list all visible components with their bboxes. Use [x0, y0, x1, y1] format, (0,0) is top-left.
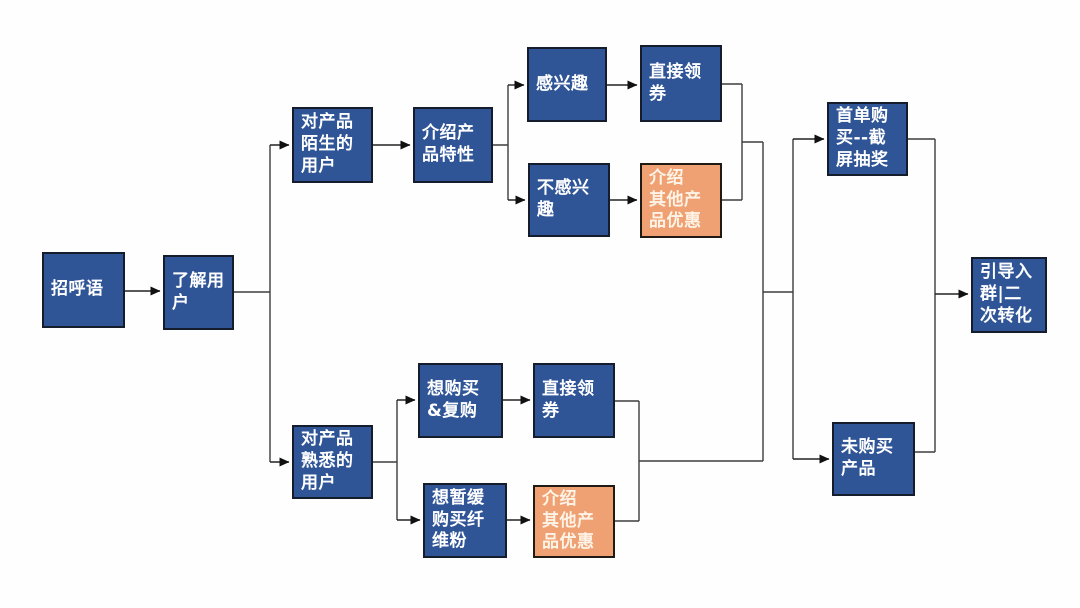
- node-get-coupon-top: 直接领 券: [640, 45, 722, 122]
- node-first-order-lottery: 首单购 买--截 屏抽奖: [827, 102, 908, 176]
- node-label: 想购买 &复购: [427, 378, 480, 421]
- node-label: 不感兴 趣: [537, 178, 590, 220]
- node-label: 首单购 买--截 屏抽奖: [836, 106, 889, 170]
- node-label: 介绍 其他产 品优惠: [542, 488, 595, 553]
- node-unfamiliar-users: 对产品 陌生的 用户: [292, 107, 373, 183]
- node-label: 直接领 券: [649, 61, 702, 104]
- node-postpone-purchase: 想暂缓 购买纤 维粉: [423, 483, 507, 558]
- node-label: 直接领 券: [542, 378, 595, 421]
- connector-trunk: [233, 83, 936, 522]
- node-other-offers-bottom: 介绍 其他产 品优惠: [533, 485, 615, 558]
- node-label: 对产品 陌生的 用户: [301, 112, 354, 176]
- node-familiar-users: 对产品 熟悉的 用户: [292, 425, 373, 499]
- node-label: 对产品 熟悉的 用户: [301, 429, 354, 493]
- node-not-interested: 不感兴 趣: [528, 163, 610, 237]
- node-know-user: 了解用 户: [163, 255, 234, 330]
- node-greeting: 招呼语: [42, 252, 125, 328]
- node-label: 感兴趣: [536, 73, 589, 94]
- node-label: 想暂缓 购买纤 维粉: [432, 487, 485, 552]
- node-label: 未购买 产品: [841, 437, 894, 479]
- node-want-buy-repurchase: 想购买 &复购: [418, 363, 503, 438]
- node-get-coupon-bottom: 直接领 券: [533, 363, 615, 438]
- node-not-purchased: 未购买 产品: [832, 422, 915, 496]
- node-interested: 感兴趣: [527, 47, 607, 122]
- node-label: 招呼语: [51, 279, 104, 300]
- node-label: 介绍产 品特性: [422, 123, 475, 165]
- node-label: 介绍 其他产 品优惠: [649, 167, 702, 232]
- node-other-offers-top: 介绍 其他产 品优惠: [640, 163, 722, 238]
- node-label: 了解用 户: [172, 270, 225, 313]
- node-introduce-features: 介绍产 品特性: [413, 107, 493, 183]
- node-label: 引导入 群|二 次转化: [980, 262, 1033, 326]
- node-guide-to-group: 引导入 群|二 次转化: [971, 257, 1047, 333]
